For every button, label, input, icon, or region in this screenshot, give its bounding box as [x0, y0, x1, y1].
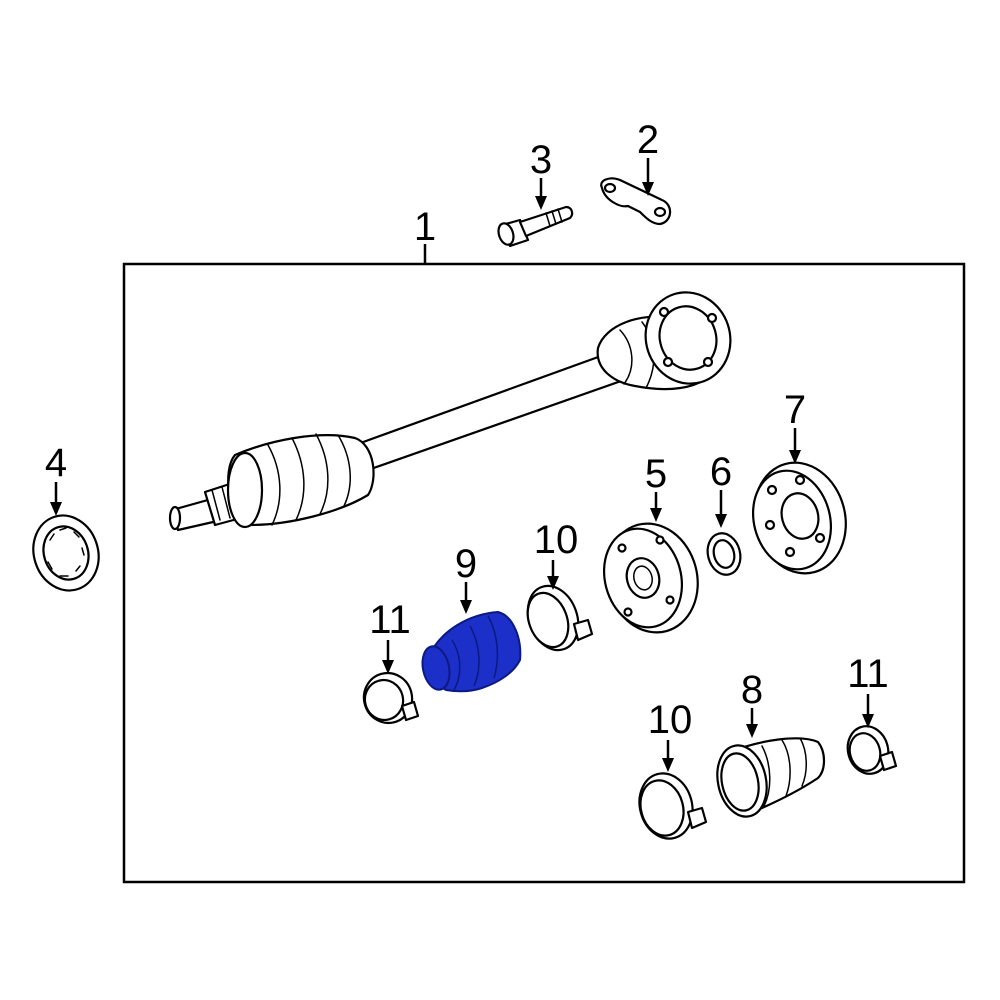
callout-8: 8 [741, 668, 763, 712]
part-3-bolt[interactable] [496, 205, 574, 248]
part-2-bracket[interactable] [600, 177, 672, 226]
callout-5: 5 [645, 452, 667, 496]
part-10-clamp-upper[interactable] [519, 579, 594, 657]
part-11-clamp-left[interactable] [358, 668, 420, 729]
assembly-frame [122, 262, 966, 884]
callout-4: 4 [45, 441, 67, 485]
part-4-lock-ring[interactable] [24, 507, 108, 599]
part-10-clamp-lower[interactable] [632, 767, 708, 844]
callout-6: 6 [710, 450, 732, 494]
callout-labels: 1 2 3 4 5 6 7 8 9 10 10 11 11 [45, 118, 889, 742]
part-8-boot[interactable] [711, 737, 826, 821]
callout-10-lower: 10 [648, 698, 693, 742]
callout-7: 7 [784, 388, 806, 432]
part-11-clamp-right[interactable] [842, 722, 898, 779]
callout-10-upper: 10 [534, 518, 579, 562]
callout-2: 2 [637, 118, 659, 162]
part-1-axle-assembly[interactable] [168, 281, 742, 532]
part-5-joint-housing[interactable] [593, 513, 709, 643]
callout-11-right: 11 [847, 652, 889, 696]
callout-3: 3 [530, 138, 552, 182]
part-7-flange[interactable] [742, 452, 858, 583]
callout-9: 9 [455, 542, 477, 586]
leaders [50, 158, 874, 772]
part-6-snap-ring[interactable] [703, 530, 745, 579]
callout-1: 1 [414, 205, 436, 249]
part-9-boot-highlighted[interactable] [419, 610, 522, 693]
callout-11-left: 11 [369, 598, 411, 642]
